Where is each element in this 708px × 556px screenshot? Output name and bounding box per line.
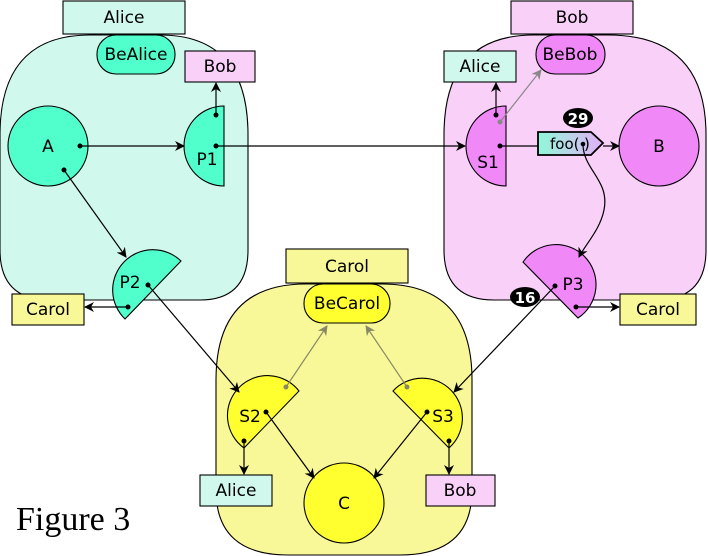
ref-carol-alice-label: Alice — [216, 481, 257, 501]
be-bob-node[interactable] — [535, 34, 606, 75]
ref-alice-bob-label: Bob — [204, 57, 237, 77]
facet-s1-label: S1 — [477, 153, 499, 173]
edge-msg-arg-to-p3 — [578, 143, 606, 258]
message-badge-text: 29 — [568, 110, 589, 128]
facet-s1[interactable] — [465, 105, 507, 187]
edge-s3-to-c — [373, 411, 428, 479]
vat-carol: Carol BeCarol S2 S3 C Alice Bob — [199, 248, 496, 556]
be-alice-node[interactable] — [96, 34, 176, 75]
edge-s3-to-becarol — [365, 325, 408, 388]
ref-box-bob-alice[interactable] — [443, 50, 517, 83]
ref-bob-carol-label: Carol — [636, 300, 680, 320]
ref-carol-bob-label: Bob — [444, 481, 477, 501]
object-c-label: C — [338, 494, 350, 514]
ref-box-bob-carol[interactable] — [619, 293, 697, 326]
message-badge — [563, 108, 593, 128]
ref-box-carol-alice[interactable] — [199, 474, 273, 507]
facet-p2-label: P2 — [119, 273, 140, 293]
be-carol-label: BeCarol — [314, 294, 380, 314]
object-b-label: B — [653, 137, 665, 157]
message-foo[interactable]: foo( ) — [537, 131, 605, 156]
edge-s1-to-bebob — [499, 69, 542, 123]
vat-carol-title: Carol — [325, 257, 369, 277]
vat-carol-title-box[interactable] — [285, 248, 409, 284]
message-foo-close: ) — [584, 135, 590, 153]
object-c[interactable] — [303, 462, 385, 544]
ref-bob-alice-label: Alice — [460, 57, 501, 77]
edge-s2-to-becarol — [285, 325, 328, 388]
p3-badge — [510, 287, 540, 307]
facet-p1-label: P1 — [196, 150, 217, 170]
facet-p3-label: P3 — [562, 275, 583, 295]
be-carol-node[interactable] — [303, 283, 391, 324]
be-alice-label: BeAlice — [104, 45, 167, 65]
vat-alice: Alice BeAlice A P1 P2 Bob Carol — [0, 0, 256, 326]
facet-s2-label: S2 — [239, 407, 261, 427]
edge-a-to-p2 — [63, 169, 127, 258]
facet-s3-label: S3 — [432, 407, 454, 427]
object-a-label: A — [42, 137, 54, 157]
ref-alice-carol-label: Carol — [26, 300, 70, 320]
figure-caption: Figure 3 — [16, 501, 130, 538]
vat-bob-body — [443, 34, 707, 301]
vat-carol-body — [215, 283, 473, 556]
vat-alice-title: Alice — [104, 8, 145, 28]
vat-bob-title: Bob — [556, 8, 589, 28]
vat-alice-title-box[interactable] — [62, 0, 186, 35]
message-foo-label: foo( — [550, 135, 580, 153]
p3-badge-text: 16 — [515, 289, 536, 307]
vat-bob: Bob BeBob S1 B foo( ) 29 P3 16 Alice — [443, 0, 707, 326]
be-bob-label: BeBob — [543, 45, 598, 65]
vat-bob-title-box[interactable] — [510, 0, 634, 35]
ref-box-carol-bob[interactable] — [425, 474, 496, 507]
edge-p3-to-s3 — [453, 285, 556, 393]
edge-p2-to-s2 — [147, 284, 240, 393]
edge-s2-to-c — [265, 411, 315, 479]
